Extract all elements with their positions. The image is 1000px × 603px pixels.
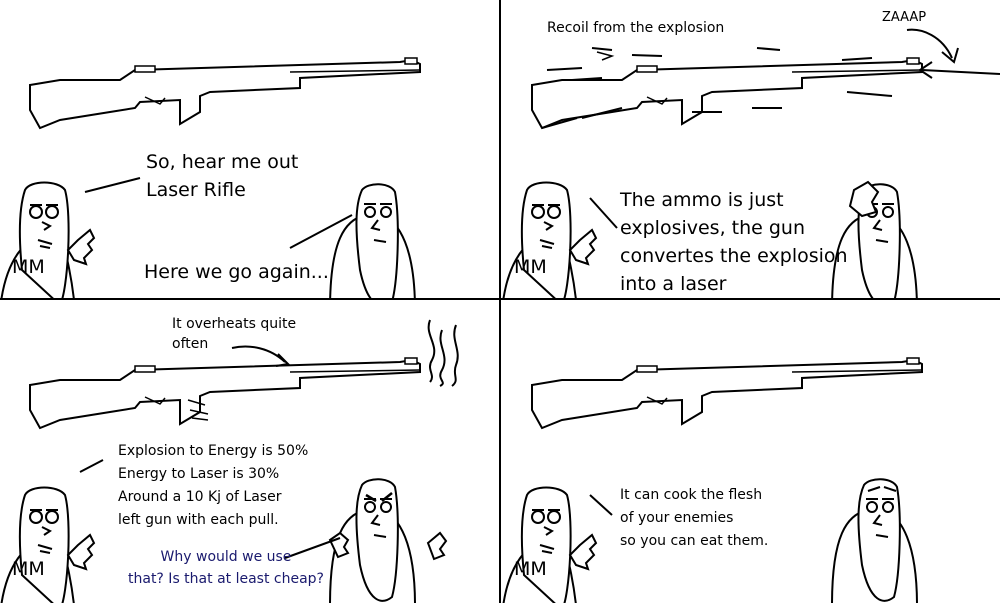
steam-lines <box>427 319 459 387</box>
friend-speech-text: Here we go again... <box>144 261 329 283</box>
overheat-arrow <box>231 345 286 363</box>
friend-speech-text: Why would we use that? Is that at least … <box>128 549 324 587</box>
laser-beam <box>921 69 1000 75</box>
zaaap-sound-effect: ZAAAP <box>882 10 927 25</box>
overheat-caption: It overheats quite often <box>172 316 297 352</box>
comic-panel-4: MM It can cook the flesh of your enemies… <box>502 300 1000 603</box>
mm-speech-text: The ammo is just explosives, the gun con… <box>620 189 848 295</box>
speech-pointer-friend <box>284 537 341 559</box>
panel-4-artwork <box>502 357 923 603</box>
panel-divider-vertical <box>499 0 501 603</box>
mm-name-label: MM <box>514 558 547 580</box>
speech-pointer-mm <box>84 177 141 193</box>
mm-speech-text: Explosion to Energy is 50% Energy to Las… <box>118 443 309 528</box>
friend-character <box>831 478 918 603</box>
comic-panel-1: MM So, hear me out Laser Rifle Here we g… <box>0 0 500 298</box>
zap-arrow <box>906 28 953 59</box>
rifle-drawing <box>29 357 421 429</box>
speech-pointer-mm <box>589 494 613 516</box>
recoil-motion-lines <box>541 47 893 129</box>
mm-character <box>502 181 597 298</box>
friend-character-angry <box>328 478 448 603</box>
rifle-drawing <box>29 57 421 129</box>
speech-pointer-mm <box>589 197 618 229</box>
mm-character <box>0 181 95 298</box>
panel-3-artwork <box>0 319 459 603</box>
panel-1-artwork <box>0 57 421 298</box>
speech-pointer-mm <box>79 459 104 473</box>
comic-panel-2: Recoil from the explosion ZAAAP MM The a… <box>502 0 1000 298</box>
friend-character <box>329 183 416 298</box>
mm-speech-text: It can cook the flesh of your enemies so… <box>620 487 769 549</box>
panel-divider-horizontal <box>0 298 1000 300</box>
panel-2-artwork <box>502 28 1000 298</box>
speech-pointer-friend <box>289 214 353 249</box>
mm-character <box>0 486 95 603</box>
mm-name-label: MM <box>514 256 547 278</box>
mm-character <box>502 486 597 603</box>
mm-name-label: MM <box>12 558 45 580</box>
friend-character-facepalm <box>831 180 918 298</box>
mm-speech-text: So, hear me out Laser Rifle <box>146 151 299 201</box>
rifle-drawing <box>531 357 923 429</box>
comic-panel-3: It overheats quite often MM Explosion to… <box>0 300 500 603</box>
recoil-caption: Recoil from the explosion <box>547 20 725 36</box>
mm-name-label: MM <box>12 256 45 278</box>
